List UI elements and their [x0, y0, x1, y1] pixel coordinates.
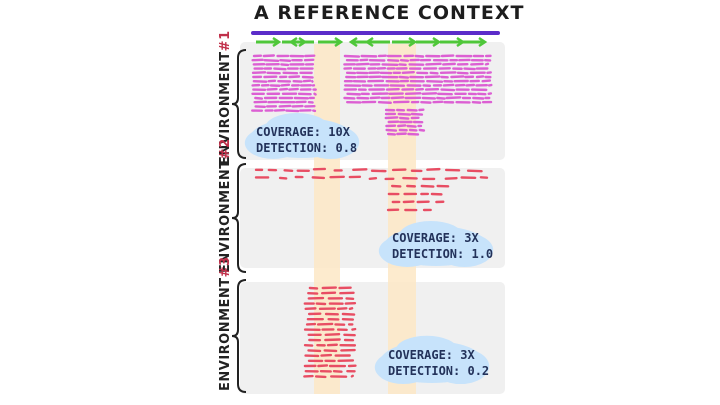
read-dash — [313, 92, 317, 96]
read-dash — [341, 312, 356, 316]
read-dash — [350, 374, 355, 378]
env-label-2: ENVIRONMENT#2 — [218, 138, 233, 273]
direction-arrow-icon — [318, 36, 344, 48]
env2-coverage: COVERAGE: 3X — [392, 231, 479, 245]
highlight-band-left — [314, 44, 340, 394]
read-dash — [398, 75, 410, 79]
read-dash — [425, 62, 442, 66]
direction-arrows — [256, 36, 488, 48]
env2-detection: DETECTION: 1.0 — [392, 247, 494, 261]
coverage-cloud-icon — [244, 113, 360, 159]
read-dash — [484, 62, 490, 66]
read-dash — [397, 124, 407, 128]
env-label-3: ENVIRONMENT#3 — [218, 256, 233, 391]
bracket-icon — [231, 163, 247, 273]
read-dash — [410, 112, 424, 116]
environment-brackets — [231, 49, 247, 393]
read-dashes — [251, 54, 493, 379]
read-dash — [307, 349, 322, 353]
bracket-icon — [231, 279, 247, 393]
diagram-title: A REFERENCE CONTEXT — [254, 2, 525, 24]
read-dash — [429, 71, 439, 75]
direction-arrow-icon — [392, 36, 418, 48]
read-dash — [420, 184, 435, 188]
env1-stats: COVERAGE: 10X DETECTION: 0.8 — [256, 124, 357, 156]
read-dash — [399, 116, 410, 120]
read-dash — [475, 75, 485, 79]
env3-detection: DETECTION: 0.2 — [388, 364, 490, 378]
read-dash — [311, 176, 326, 180]
read-dash — [390, 96, 405, 100]
read-dash — [426, 167, 441, 171]
read-dash — [317, 364, 329, 368]
read-dash — [348, 307, 354, 310]
read-dash — [262, 54, 276, 58]
read-dash — [397, 112, 412, 116]
read-dash — [263, 59, 280, 62]
read-dash — [320, 353, 333, 357]
direction-arrow-icon — [288, 36, 314, 48]
read-dash — [445, 96, 462, 100]
read-dash — [442, 62, 456, 66]
coverage-cloud-icon — [378, 221, 494, 267]
read-dash — [343, 54, 361, 58]
direction-arrow-icon — [462, 36, 488, 48]
direction-arrow-icon — [416, 36, 442, 48]
read-dash — [444, 176, 458, 180]
read-dash — [254, 96, 264, 100]
read-dash — [450, 75, 465, 79]
read-dash — [279, 87, 289, 91]
env3-coverage: COVERAGE: 3X — [388, 348, 475, 362]
read-dash — [314, 375, 327, 379]
read-dash — [288, 87, 299, 91]
read-dash — [280, 83, 291, 87]
read-dash — [472, 96, 485, 100]
direction-arrow-icon — [256, 36, 282, 48]
read-dash — [346, 92, 362, 96]
read-dash — [406, 124, 417, 128]
read-dash — [401, 71, 415, 75]
read-dash — [280, 63, 290, 67]
bracket-icon — [231, 49, 247, 159]
read-dash — [283, 169, 294, 173]
read-dash — [278, 176, 288, 180]
read-dash — [385, 128, 398, 132]
coverage-clouds — [244, 113, 494, 385]
read-dash — [352, 168, 368, 172]
read-dash — [377, 100, 392, 104]
env3-stats: COVERAGE: 3X DETECTION: 0.2 — [388, 347, 489, 379]
coverage-cloud-icon — [374, 335, 490, 385]
read-dash — [323, 349, 338, 353]
direction-arrow-icon — [364, 36, 390, 48]
read-dash — [481, 79, 492, 83]
read-dash — [368, 177, 378, 180]
read-dash — [384, 116, 399, 120]
read-dash — [279, 59, 292, 62]
read-dash — [302, 79, 312, 83]
read-dash — [414, 54, 425, 58]
read-dash — [266, 87, 278, 91]
env2-stats: COVERAGE: 3X DETECTION: 1.0 — [392, 230, 493, 262]
read-dash — [324, 333, 341, 336]
read-dash — [436, 96, 446, 100]
env1-detection: DETECTION: 0.8 — [256, 141, 358, 155]
env1-coverage: COVERAGE: 10X — [256, 125, 350, 139]
read-dash — [273, 67, 287, 71]
read-dash — [273, 108, 286, 112]
